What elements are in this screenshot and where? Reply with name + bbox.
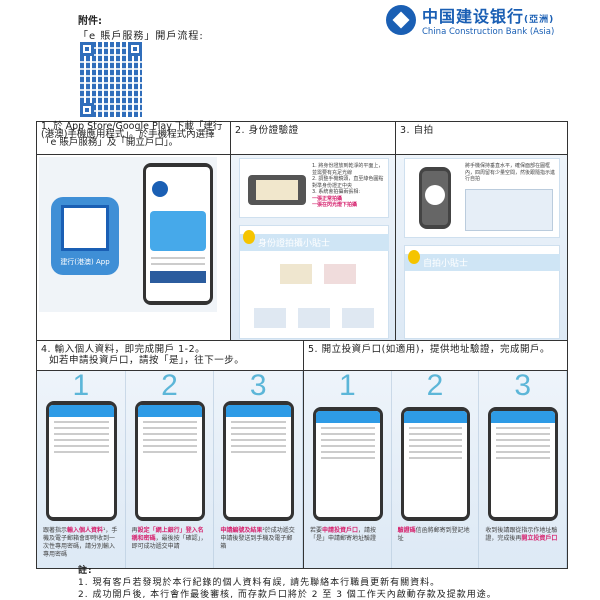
step-2-image: 1. 將身份證放到乾淨的平面上，並需要有充足光線 2. 調整手機鏡頭，直至綠色圓… (230, 154, 396, 341)
flow-title: 「e 賬戶服務」開戶流程: (78, 31, 204, 42)
logo-cn: 中国建设银行 (422, 7, 525, 26)
step-4-header: 4. 輸入個人資料，即完成開戶 1-2。 如若申請投資戶口，請按「是」，往下一步… (36, 340, 304, 371)
step-3-image: 將手機保持垂直水平，確保面部在圓框內，四周留有少量空間，然後跟隨指示進行自拍 自… (395, 154, 568, 341)
caption-highlight: 申請投資戶口 (322, 527, 359, 534)
panel-number: 1 (72, 370, 90, 402)
panel-caption: 申請編號及結果²於成功遞交申請後發送到手機及電子郵箱 (220, 527, 297, 551)
step-4-image: 1 跟著指示輸入個人資料¹，手機及電子郵箱會即時收到一次性專用密碼，請分別輸入專… (36, 370, 304, 569)
note-2: 2. 成功開戶後, 本行會作最後審核, 而存款戶口將於 2 至 3 個工作天內啟… (78, 590, 497, 600)
step-4-label2: 如若申請投資戶口，請按「是」，往下一步。 (49, 355, 245, 366)
app-label: 建行(港澳) App (60, 258, 110, 266)
id-point: 1. 將身份證放到乾淨的平面上，並需要有充足光線 (312, 163, 384, 176)
caption-highlight: 設定「網上銀行」登入名稱和密碼 (131, 527, 204, 542)
lightbulb-icon (243, 230, 255, 244)
caption-text: 收到後請跟從指示作地址驗證，完成後再 (485, 527, 558, 542)
phone-mockup (134, 401, 206, 521)
caption-text: ¹，手機及電子郵箱會即時收到一次性專用密碼，請分別輸入專用密碼 (43, 527, 118, 558)
step-4-label: 4. 輸入個人資料，即完成開戶 1-2。 (41, 344, 206, 355)
id-bullet: 一張在閃光燈下拍攝 (312, 202, 358, 208)
logo-en: China Construction Bank (Asia) (422, 27, 555, 37)
caption-highlight: 申請編號及結果 (220, 527, 263, 534)
id-bullet: 一張正常拍攝 (312, 195, 343, 202)
caption-text: 跟著指示 (43, 527, 68, 534)
phone-mockup (313, 407, 383, 521)
id-point: 3. 系統會拍攝兩張相: (312, 189, 361, 195)
caption-text: ，最後按「確認」，即可成功遞交申請 (131, 535, 207, 550)
step-3-header: 3. 自拍 (395, 121, 568, 155)
caption-highlight: 輸入個人資料 (67, 527, 104, 534)
logo-suffix: (亞洲) (524, 15, 555, 25)
app-icon: 建行(港澳) App (51, 197, 119, 275)
panel-number: 2 (426, 370, 444, 402)
attachment-label: 附件: (78, 16, 102, 27)
panel-caption: 跟著指示輸入個人資料¹，手機及電子郵箱會即時收到一次性專用密碼，請分別輸入專用密… (43, 527, 120, 559)
step-panel: 1 若要申請投資戶口，請按「是」申請郵寄地址驗證 (304, 371, 392, 568)
panel-number: 1 (338, 370, 356, 402)
selfie-tip-title: 自拍小貼士 (405, 254, 560, 271)
ccb-logo-icon (386, 5, 416, 35)
step-panel: 2 再設定「網上銀行」登入名稱和密碼，最後按「確認」，即可成功遞交申請 (126, 371, 215, 568)
panel-number: 3 (249, 370, 267, 402)
id-point: 2. 調整手機鏡頭，直至綠色圓點對準身份證正中央 (312, 176, 384, 189)
bank-logo: 中国建设银行(亞洲) China Construction Bank (Asia… (386, 3, 554, 37)
caption-text: ²於成功遞交申請後發送到手機及電子郵箱 (220, 527, 295, 550)
caption-highlight: 開立投資戶口 (521, 535, 558, 542)
step-1-header: 1. 於 App Store/Google Play 下載「建行(港澳)手機應用… (36, 121, 231, 155)
phone-mockup (223, 401, 294, 521)
panel-number: 3 (514, 370, 531, 402)
id-tip-title: 身份證拍攝小貼士 (240, 234, 389, 251)
step-panel: 2 驗證碼信函將郵寄到登記地址 (392, 371, 480, 568)
caption-text: 信函將郵寄到登記地址 (397, 527, 470, 542)
step-5-header: 5. 開立投資戶口(如適用)，提供地址驗證，完成開戶。 (303, 340, 568, 371)
panel-caption: 再設定「網上銀行」登入名稱和密碼，最後按「確認」，即可成功遞交申請 (132, 527, 209, 551)
caption-text: ，請按「是」申請郵寄地址驗證 (310, 527, 377, 542)
step-panel: 3 收到後請跟從指示作地址驗證，完成後再開立投資戶口 (479, 371, 567, 568)
step-2-header: 2. 身份證驗證 (230, 121, 396, 155)
phone-mockup (488, 407, 558, 521)
caption-highlight: 驗證碼 (397, 527, 416, 534)
caption-text: 若要 (310, 527, 323, 534)
caption-text: 再 (131, 527, 138, 534)
panel-caption: 驗證碼信函將郵寄到登記地址 (398, 527, 474, 543)
step-1-image: 建行(港澳) App (36, 154, 231, 341)
note-1: 1. 現有客戶若發現於本行紀錄的個人資料有誤, 請先聯絡本行職員更新有關資料。 (78, 578, 441, 588)
phone-mockup (46, 401, 117, 521)
step-panel: 1 跟著指示輸入個人資料¹，手機及電子郵箱會即時收到一次性專用密碼，請分別輸入專… (37, 371, 126, 568)
notes-title: 註: (78, 566, 93, 576)
phone-mockup (400, 407, 471, 521)
step-panel: 3 申請編號及結果²於成功遞交申請後發送到手機及電子郵箱 (214, 371, 303, 568)
lightbulb-icon (408, 250, 420, 264)
selfie-instruction: 將手機保持垂直水平，確保面部在圓框內，四周留有少量空間，然後跟隨指示進行自拍 (465, 163, 556, 182)
panel-caption: 收到後請跟從指示作地址驗證，完成後再開立投資戶口 (485, 527, 561, 543)
panel-caption: 若要申請投資戶口，請按「是」申請郵寄地址驗證 (310, 527, 386, 543)
phone-mockup (143, 163, 213, 305)
qr-code (80, 42, 142, 117)
panel-number: 2 (161, 370, 178, 402)
